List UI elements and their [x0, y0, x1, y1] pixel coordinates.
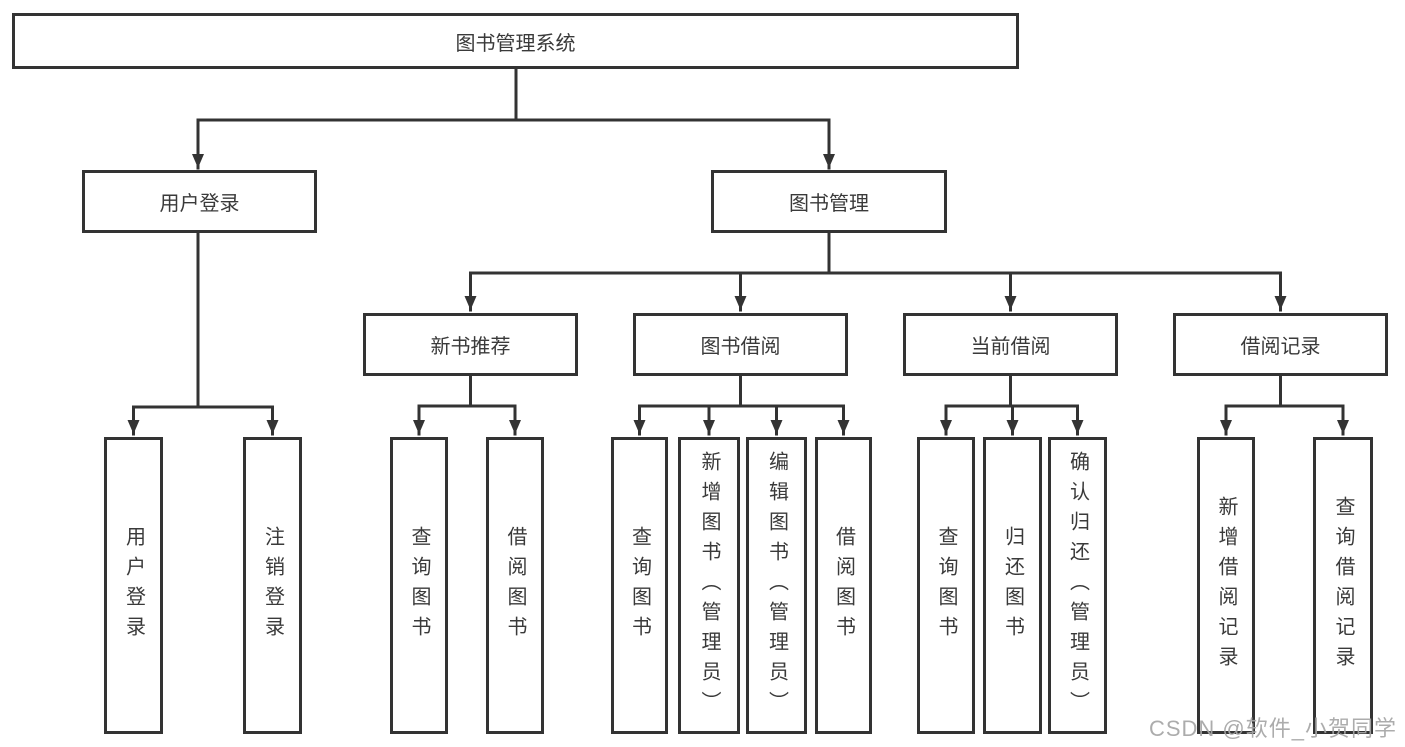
- root-node-system: 图书管理系统: [12, 13, 1019, 69]
- leaf-label: 查询借阅记录: [1332, 495, 1354, 676]
- leaf-borrow-books-borrowing: 借阅图书: [815, 437, 872, 734]
- leaf-label: 注销登录: [261, 525, 284, 646]
- csdn-watermark: CSDN @软件_小贺同学: [1148, 716, 1397, 741]
- leaf-label: 新增图书（管理员）: [698, 450, 720, 721]
- leaf-return-books: 归还图书: [983, 437, 1042, 734]
- leaf-label: 编辑图书（管理员）: [765, 450, 788, 721]
- leaf-label: 查询图书: [408, 525, 430, 646]
- node-new-book-recommend: 新书推荐: [363, 313, 578, 376]
- node-borrowing-records: 借阅记录: [1173, 313, 1388, 376]
- leaf-add-books-admin: 新增图书（管理员）: [678, 437, 740, 734]
- leaf-query-books-recommend: 查询图书: [390, 437, 448, 734]
- leaf-edit-books-admin: 编辑图书（管理员）: [746, 437, 807, 734]
- leaf-label: 查询图书: [935, 525, 957, 646]
- leaf-add-borrow-record: 新增借阅记录: [1197, 437, 1255, 734]
- leaf-query-books-current: 查询图书: [917, 437, 975, 734]
- node-book-management: 图书管理: [711, 170, 947, 233]
- leaf-query-borrow-record: 查询借阅记录: [1313, 437, 1373, 734]
- leaf-user-login: 用户登录: [104, 437, 163, 734]
- leaf-label: 新增借阅记录: [1215, 495, 1237, 676]
- leaf-label: 查询图书: [628, 525, 651, 646]
- leaf-label: 借阅图书: [504, 525, 526, 646]
- leaf-confirm-return-admin: 确认归还（管理员）: [1048, 437, 1107, 734]
- leaf-label: 归还图书: [1001, 525, 1024, 646]
- leaf-logout: 注销登录: [243, 437, 302, 734]
- leaf-label: 借阅图书: [832, 525, 855, 646]
- node-user-login: 用户登录: [82, 170, 317, 233]
- node-current-borrowing: 当前借阅: [903, 313, 1118, 376]
- node-book-borrowing: 图书借阅: [633, 313, 848, 376]
- leaf-label: 确认归还（管理员）: [1066, 450, 1089, 721]
- leaf-borrow-books-recommend: 借阅图书: [486, 437, 544, 734]
- leaf-label: 用户登录: [122, 525, 145, 646]
- leaf-query-books-borrowing: 查询图书: [611, 437, 668, 734]
